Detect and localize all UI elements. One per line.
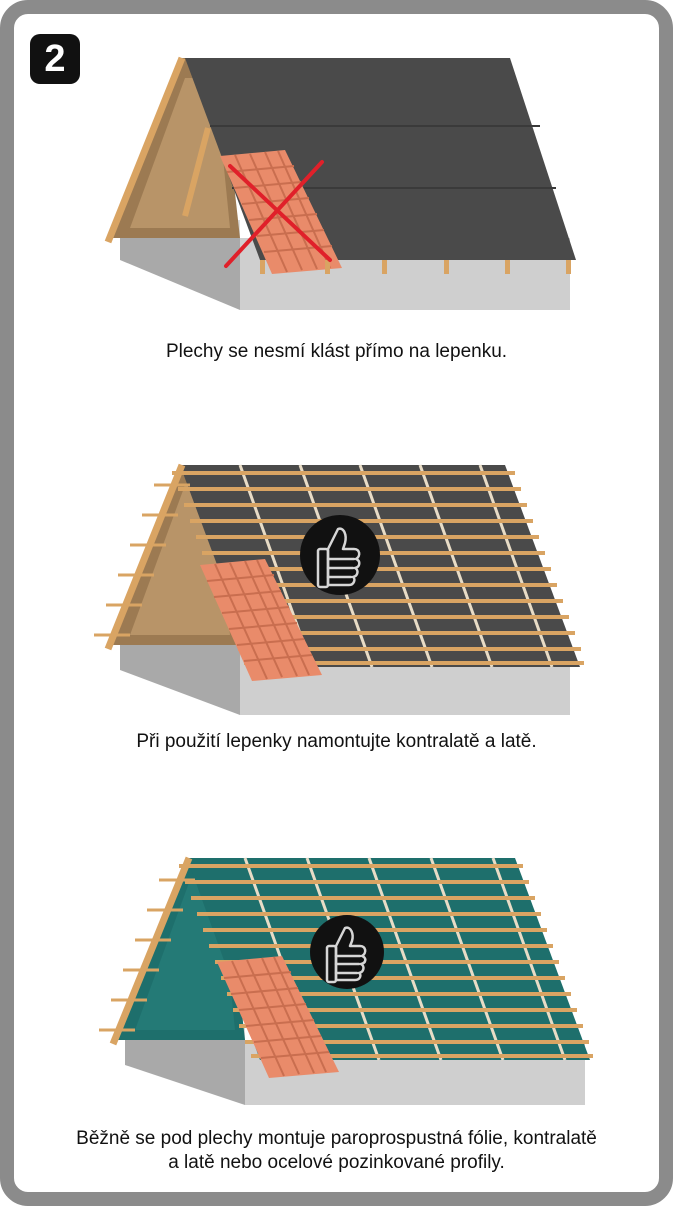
caption-membrane-line-1: Běžně se pod plechy montuje paroprospust… xyxy=(76,1128,597,1149)
cross-mark-icon xyxy=(224,160,332,268)
roof-illustration-tar-paper-battens xyxy=(94,463,584,715)
roof-illustration-wrong xyxy=(104,56,576,310)
caption-wrong: Plechy se nesmí klást přímo na lepenku. xyxy=(165,341,508,362)
roof-tiles xyxy=(217,956,339,1078)
caption-battens-on-tar-paper: Při použití lepenky namontujte kontralat… xyxy=(136,731,537,752)
roof-illustration-membrane xyxy=(99,856,593,1105)
roof-tiles xyxy=(200,559,322,681)
thumbs-up-icon xyxy=(310,915,384,989)
thumbs-up-icon xyxy=(300,515,380,595)
caption-membrane-line-2: a latě nebo ocelové pozinkované profily. xyxy=(168,1152,505,1173)
step-number-badge: 2 xyxy=(30,34,80,84)
